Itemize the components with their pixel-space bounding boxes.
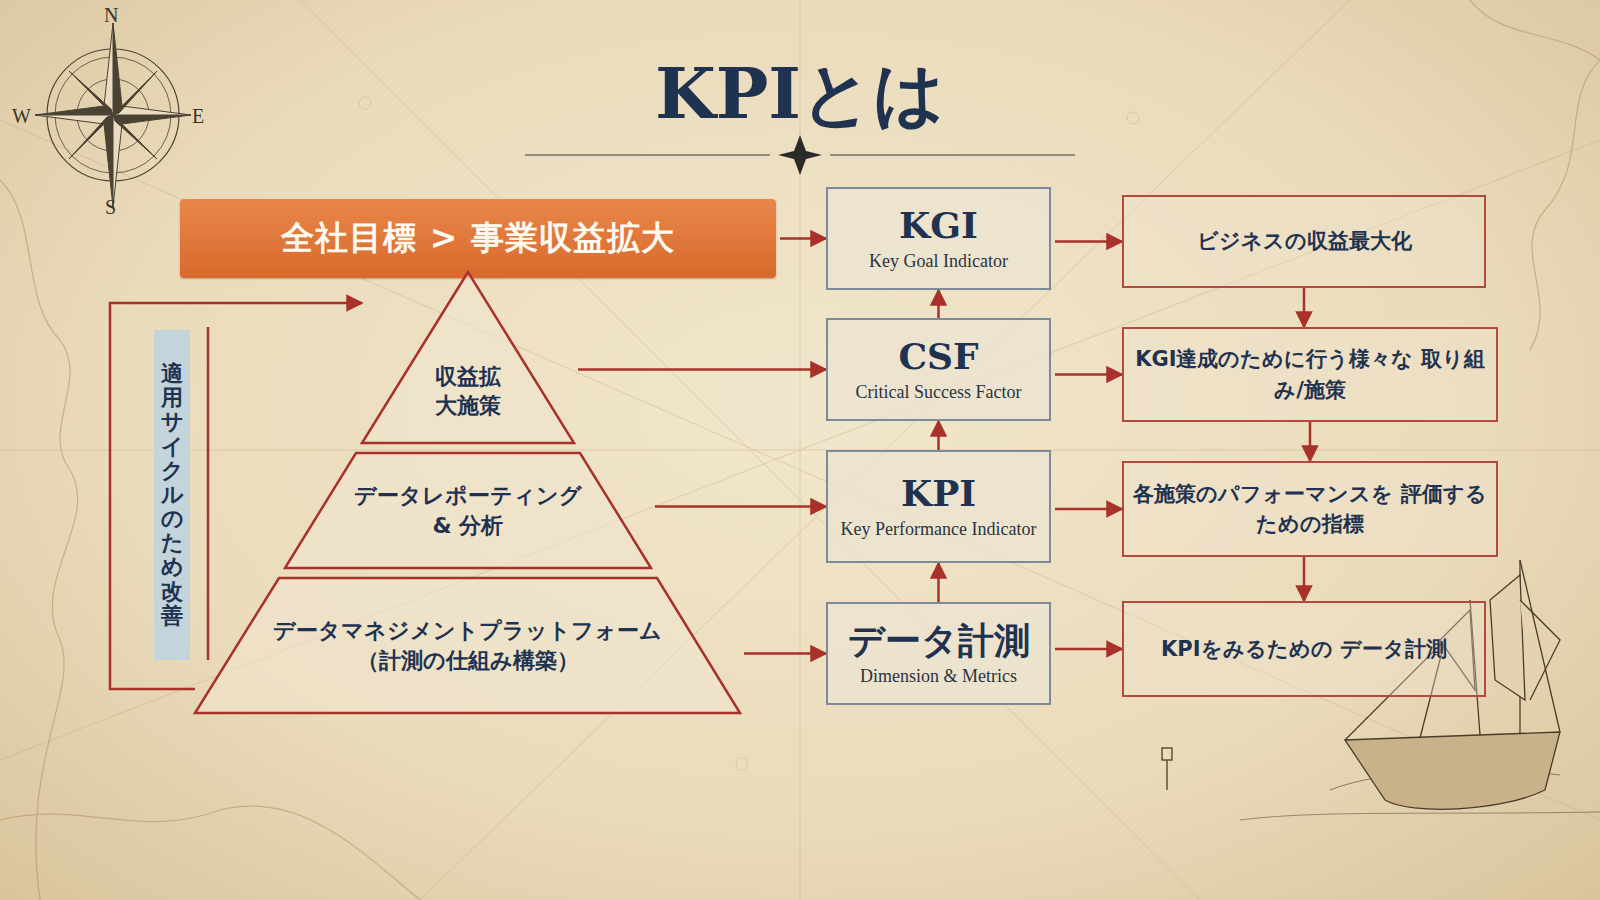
compass-letter: N [104, 4, 118, 27]
pyramid-middle: データレポーティング & 分析 [285, 453, 651, 568]
title-rule [525, 135, 1075, 175]
flow-arrow [1303, 288, 1306, 327]
description-box: ビジネスの収益最大化 [1122, 195, 1486, 288]
pyramid-top: 収益拡 大施策 [362, 272, 574, 443]
node-label: KGI達成のために行う様々な 取り組み/施策 [1124, 344, 1496, 405]
flow-arrow [1055, 648, 1122, 651]
description-box: 各施策のパフォーマンスを 評価するための指標 [1122, 461, 1498, 557]
node-label: ビジネスの収益最大化 [1197, 226, 1412, 256]
node-label: データマネジメントプラットフォーム （計測の仕組み構築） [258, 616, 678, 675]
compass-letter: W [12, 105, 31, 128]
diagram-title: KPIとは [0, 48, 1600, 142]
flow-arrow [1055, 373, 1122, 376]
flow-arrow [937, 290, 940, 318]
compass-letter: E [192, 105, 204, 128]
flow-arrow [578, 368, 826, 371]
flow-arrow [1055, 240, 1122, 243]
pyramid-outline [285, 453, 651, 568]
node-label: データ計測 [848, 620, 1030, 661]
flow-arrow [937, 563, 940, 602]
cycle-band: 適用サイクルのため改善 [154, 330, 190, 660]
node-subtitle: Critical Success Factor [856, 382, 1022, 403]
node-label: 各施策のパフォーマンスを 評価するための指標 [1124, 479, 1496, 540]
compass-rose [35, 23, 191, 207]
node-label: KPIをみるための データ計測 [1161, 634, 1447, 664]
metric-box: CSF Critical Success Factor [826, 318, 1051, 421]
node-subtitle: Key Goal Indicator [869, 251, 1008, 272]
metric-box: データ計測 Dimension & Metrics [826, 602, 1051, 705]
node-subtitle: Key Performance Indicator [841, 519, 1037, 540]
cycle-bracket [207, 327, 210, 660]
pyramid-outline-shape [285, 453, 651, 568]
pyramid-base: データマネジメントプラットフォーム （計測の仕組み構築） [195, 578, 740, 713]
metric-box: KPI Key Performance Indicator [826, 450, 1051, 563]
goal-banner: 全社目標 > 事業収益拡大 [180, 199, 776, 278]
node-label: 全社目標 > 事業収益拡大 [281, 216, 675, 261]
node-subtitle: Dimension & Metrics [860, 666, 1017, 687]
flow-arrow [780, 237, 826, 240]
node-label: データレポーティング & 分析 [343, 481, 593, 540]
node-label: 適用サイクルのため改善 [161, 362, 183, 628]
flow-arrow [744, 652, 826, 655]
description-box: KGI達成のために行う様々な 取り組み/施策 [1122, 327, 1498, 422]
flow-arrow [937, 421, 940, 450]
node-label: CSF [898, 336, 978, 377]
pyramid-outline [195, 578, 740, 713]
node-label: KPI [901, 473, 976, 514]
flow-arrow [1055, 508, 1122, 511]
compass-letter: S [105, 196, 116, 219]
node-label: KGI [899, 205, 978, 246]
pyramid-outline-shape [195, 578, 740, 713]
pyramid-outline-shape [362, 272, 574, 443]
metric-box: KGI Key Goal Indicator [826, 187, 1051, 290]
flow-arrow [1309, 422, 1312, 461]
description-box: KPIをみるための データ計測 [1122, 601, 1486, 697]
node-label: 収益拡 大施策 [423, 362, 513, 421]
flow-arrow [655, 505, 826, 508]
flow-arrow [1303, 557, 1306, 601]
